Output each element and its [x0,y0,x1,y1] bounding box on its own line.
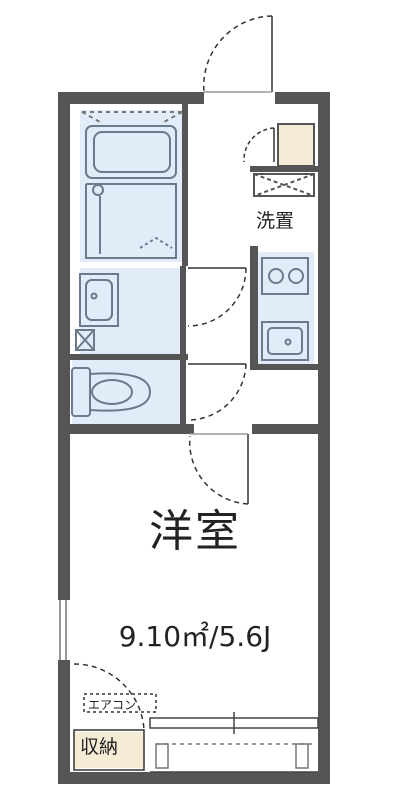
shower-area [85,183,177,259]
storage-frame [73,729,145,771]
entrance-door [202,15,273,93]
main-room-label: 洋室 [149,506,241,557]
aircon-box [83,693,157,713]
storage-door-swing [73,663,145,731]
doors [59,15,319,773]
small-cabinet [75,329,95,351]
toilet [71,367,152,417]
room-fills [72,110,314,768]
washer-label: 洗置 [256,210,295,232]
bathtub [85,125,177,179]
kitchen-sink [261,321,309,361]
left-window [59,600,67,660]
toilet-door [187,363,247,421]
walls [58,92,330,784]
washroom-fill [80,268,180,356]
kitchen-fill [258,252,314,364]
wash-basin [79,273,119,327]
bathroom-dashed-line [81,111,183,123]
storage-fill [74,732,144,768]
storage-label: 収納 [80,736,119,758]
washer-space [253,173,315,197]
closet-door-swing [243,127,275,163]
aircon-label: エアコン [88,698,137,712]
balcony-window [149,712,319,773]
shoe-closet-fill [278,124,314,166]
washer-space-fill [252,198,312,244]
stove [261,257,309,295]
washroom-door [187,267,247,327]
shoe-closet [277,123,315,167]
fixtures [71,111,315,417]
main-room-size: 9.10㎡/5.6J [118,620,272,653]
room-door [188,433,249,505]
balcony-area [155,743,312,769]
